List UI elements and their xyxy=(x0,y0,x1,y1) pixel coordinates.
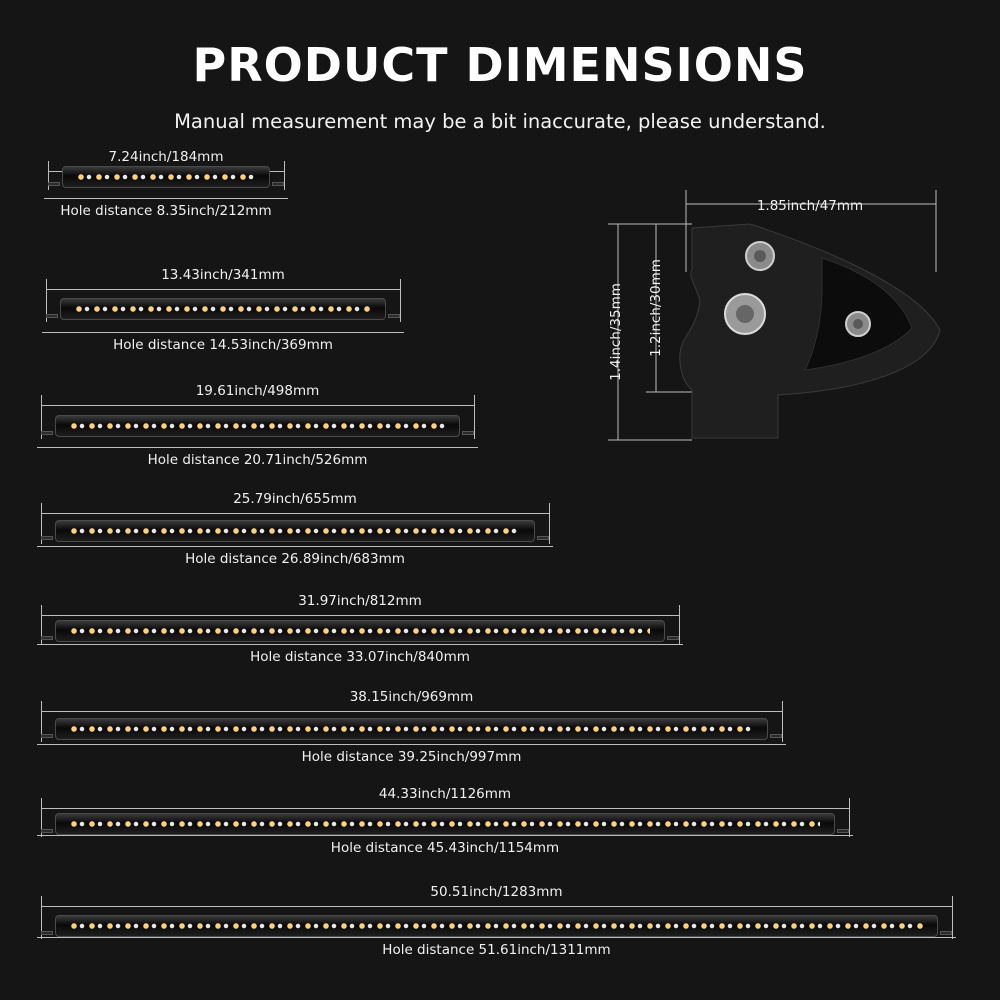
length-dimension-line xyxy=(46,289,400,290)
length-label: 19.61inch/498mm xyxy=(195,383,320,399)
led-strip xyxy=(77,173,255,181)
mounting-bracket xyxy=(48,182,60,186)
dimension-tick xyxy=(41,896,42,939)
hole-distance-label: Hole distance 8.35inch/212mm xyxy=(60,203,272,219)
led-light-bar xyxy=(60,298,386,320)
length-label: 7.24inch/184mm xyxy=(108,149,224,165)
hole-distance-label: Hole distance 33.07inch/840mm xyxy=(250,649,470,665)
side-total-height-label: 1.4inch/35mm xyxy=(608,283,624,381)
led-light-bar xyxy=(55,620,665,642)
side-width-label: 1.85inch/47mm xyxy=(756,198,864,214)
led-strip xyxy=(75,305,371,313)
hole-dimension-line xyxy=(37,546,553,547)
mounting-bracket xyxy=(41,829,53,833)
dimension-tick xyxy=(782,701,783,742)
housing-shape xyxy=(679,223,941,439)
dimension-tick xyxy=(41,701,42,742)
page-title: PRODUCT DIMENSIONS xyxy=(192,38,808,92)
led-light-bar xyxy=(55,718,768,740)
led-light-bar xyxy=(55,813,835,835)
dimension-tick xyxy=(41,605,42,644)
dimension-tick xyxy=(48,161,49,190)
mounting-bracket xyxy=(667,636,679,640)
led-strip xyxy=(70,627,650,635)
dimension-tick xyxy=(400,279,401,322)
led-strip xyxy=(70,820,820,828)
hole-distance-label: Hole distance 51.61inch/1311mm xyxy=(382,942,611,958)
led-strip xyxy=(70,725,753,733)
length-label: 38.15inch/969mm xyxy=(349,689,474,705)
dimension-tick xyxy=(41,503,42,544)
mounting-bracket xyxy=(837,829,849,833)
length-dimension-line xyxy=(41,615,679,616)
led-strip xyxy=(70,422,445,430)
bolt-icon xyxy=(845,311,871,337)
length-dimension-line xyxy=(41,711,782,712)
led-light-bar xyxy=(55,415,460,437)
hole-dimension-line xyxy=(37,835,853,836)
led-light-bar xyxy=(55,915,938,937)
length-dimension-line xyxy=(41,906,952,907)
bolt-icon xyxy=(724,293,766,335)
mounting-bracket xyxy=(46,314,58,318)
dimension-tick xyxy=(284,161,285,190)
side-inner-height-label: 1.2inch/30mm xyxy=(648,259,664,357)
length-dimension-line xyxy=(41,808,849,809)
hole-distance-label: Hole distance 26.89inch/683mm xyxy=(185,551,405,567)
page-subtitle: Manual measurement may be a bit inaccura… xyxy=(174,110,826,133)
hole-dimension-line xyxy=(37,937,956,938)
mounting-bracket xyxy=(41,734,53,738)
bolt-icon xyxy=(745,241,775,271)
hole-distance-label: Hole distance 39.25inch/997mm xyxy=(301,749,522,765)
dimension-tick xyxy=(41,798,42,837)
dimension-tick xyxy=(679,605,680,644)
hole-distance-label: Hole distance 45.43inch/1154mm xyxy=(330,840,560,856)
length-label: 25.79inch/655mm xyxy=(233,491,357,507)
mounting-bracket xyxy=(41,431,53,435)
dimension-tick xyxy=(474,395,475,439)
length-label: 31.97inch/812mm xyxy=(298,593,422,609)
mounting-bracket xyxy=(41,931,53,935)
led-light-bar xyxy=(55,520,535,542)
mounting-bracket xyxy=(940,931,952,935)
length-label: 50.51inch/1283mm xyxy=(430,884,563,900)
mounting-bracket xyxy=(462,431,474,435)
length-label: 13.43inch/341mm xyxy=(161,267,285,283)
mounting-bracket xyxy=(537,536,549,540)
hole-dimension-line xyxy=(37,744,786,745)
hole-dimension-line xyxy=(42,332,404,333)
led-light-bar xyxy=(62,166,270,188)
hole-dimension-line xyxy=(37,447,478,448)
side-view-diagram xyxy=(608,190,941,441)
led-strip xyxy=(70,527,520,535)
dimension-tick xyxy=(952,896,953,939)
dimension-tick xyxy=(41,395,42,439)
dimension-tick xyxy=(46,279,47,322)
dimension-tick xyxy=(849,798,850,837)
dimension-tick xyxy=(549,503,550,544)
hole-distance-label: Hole distance 20.71inch/526mm xyxy=(147,452,368,468)
hole-distance-label: Hole distance 14.53inch/369mm xyxy=(113,337,333,353)
hole-dimension-line xyxy=(44,198,288,199)
mounting-bracket xyxy=(41,536,53,540)
led-strip xyxy=(70,922,923,930)
mounting-bracket xyxy=(388,314,400,318)
mounting-bracket xyxy=(770,734,782,738)
mounting-bracket xyxy=(41,636,53,640)
length-dimension-line xyxy=(41,513,549,514)
length-dimension-line xyxy=(41,405,474,406)
hole-dimension-line xyxy=(37,644,683,645)
length-label: 44.33inch/1126mm xyxy=(378,786,512,802)
mounting-bracket xyxy=(272,182,284,186)
